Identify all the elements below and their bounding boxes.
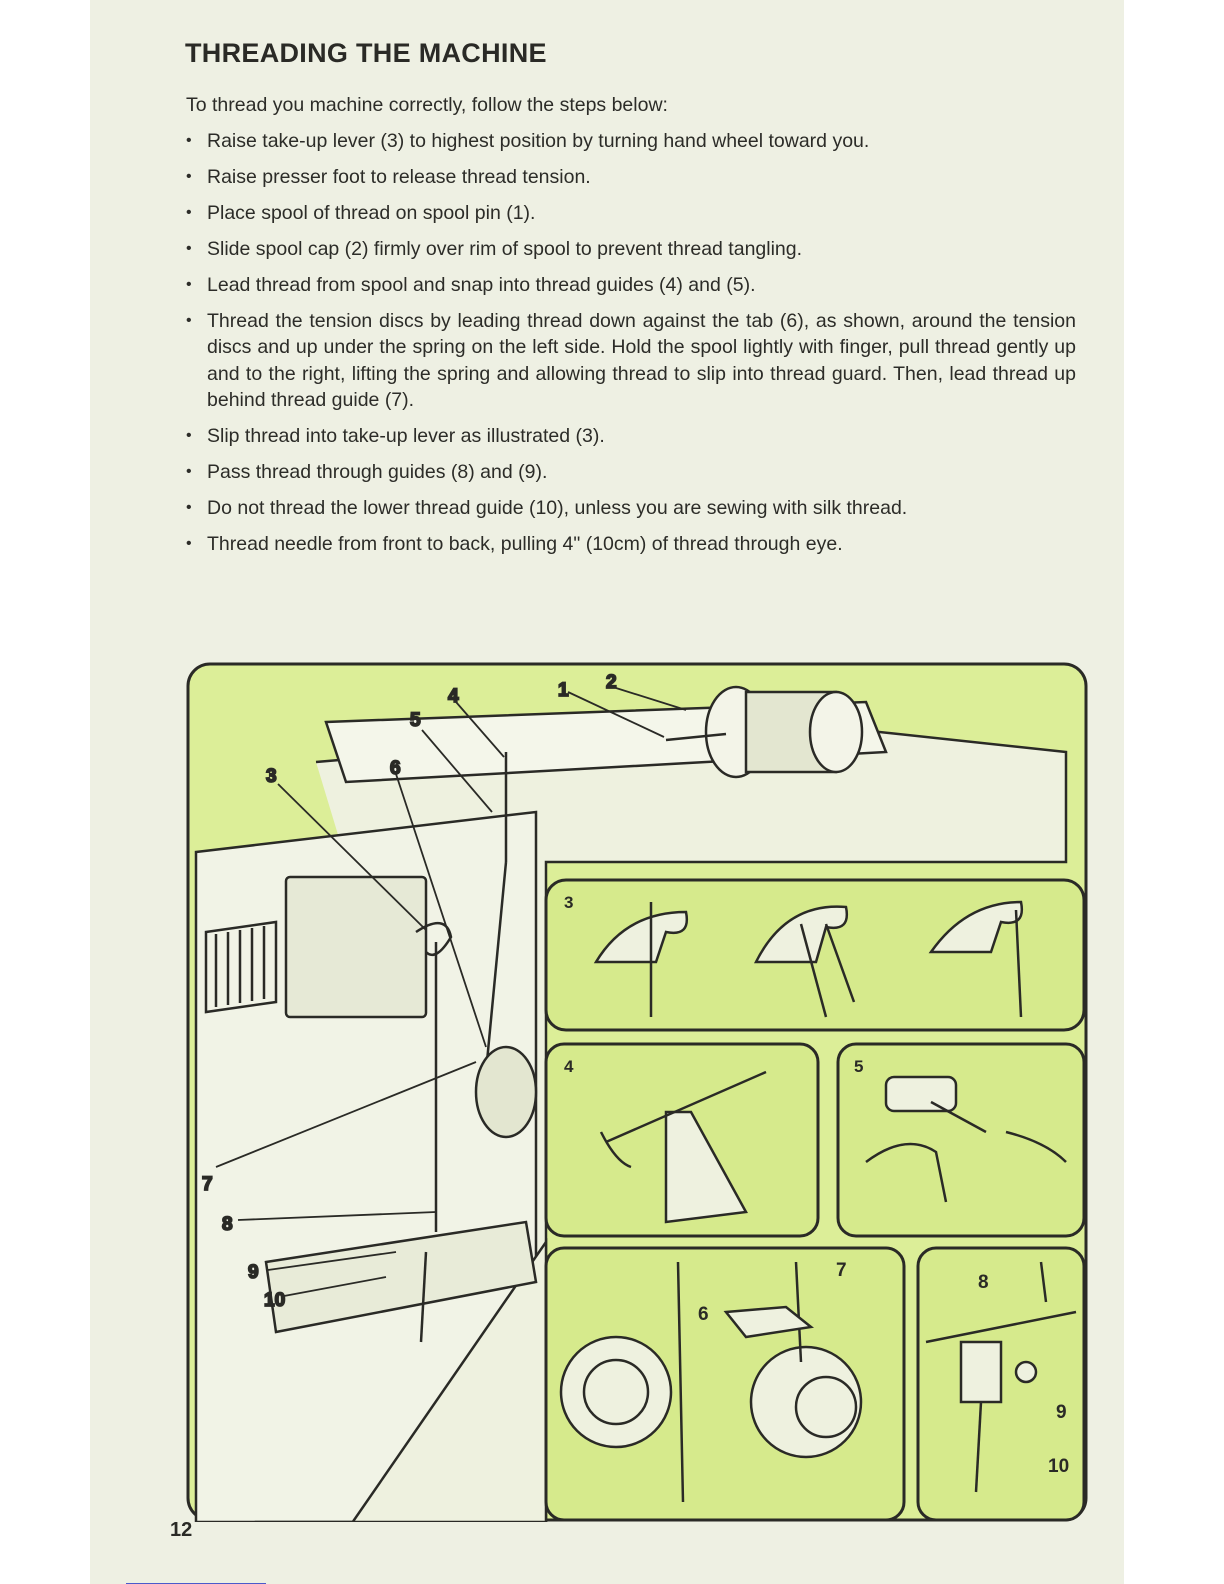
intro-text: To thread you machine correctly, follow … [186, 94, 668, 116]
step-item: Thread needle from front to back, pullin… [186, 531, 1076, 557]
panel-number-4: 4 [564, 1057, 574, 1076]
panel-tension-discs: 6 7 [544, 1246, 906, 1522]
threading-illustration: 1 2 3 4 5 6 7 8 9 10 3 4 [186, 662, 1088, 1522]
callout-5: 5 [410, 710, 421, 731]
panel-guide-4: 4 [544, 1042, 820, 1238]
sewing-machine-drawing [194, 685, 1068, 1522]
step-item: Pass thread through guides (8) and (9). [186, 459, 1076, 485]
step-item: Raise take-up lever (3) to highest posit… [186, 128, 1076, 154]
panel-callout-10: 10 [1048, 1456, 1069, 1477]
callout-9: 9 [248, 1262, 259, 1283]
panel-callout-6: 6 [698, 1304, 709, 1325]
callout-6: 6 [390, 758, 401, 779]
steps-list: Raise take-up lever (3) to highest posit… [186, 128, 1076, 567]
main-callouts: 1 2 3 4 5 6 7 8 9 10 [201, 671, 687, 1312]
callout-4: 4 [448, 686, 459, 707]
step-item: Lead thread from spool and snap into thr… [186, 272, 1076, 298]
step-item: Do not thread the lower thread guide (10… [186, 495, 1076, 521]
page-title: THREADING THE MACHINE [185, 38, 547, 68]
step-item: Slip thread into take-up lever as illust… [186, 423, 1076, 449]
panel-guide-5: 5 [836, 1042, 1086, 1238]
step-item: Place spool of thread on spool pin (1). [186, 200, 1076, 226]
panel-number-5: 5 [854, 1057, 863, 1076]
page-number: 12 [170, 1519, 193, 1541]
panel-callout-9: 9 [1056, 1402, 1067, 1423]
callout-7: 7 [202, 1174, 213, 1195]
callout-8: 8 [222, 1214, 233, 1235]
panel-take-up-lever: 3 [544, 878, 1086, 1032]
callout-10: 10 [264, 1290, 285, 1311]
callout-1: 1 [558, 680, 569, 701]
step-item: Slide spool cap (2) firmly over rim of s… [186, 236, 1076, 262]
panel-callout-7: 7 [836, 1260, 847, 1281]
callout-2: 2 [606, 672, 617, 693]
panel-needle-guides: 8 9 10 [916, 1246, 1086, 1522]
panel-callout-8: 8 [978, 1272, 989, 1293]
panel-number-3: 3 [564, 893, 573, 912]
callout-3: 3 [266, 766, 277, 787]
step-item: Raise presser foot to release thread ten… [186, 164, 1076, 190]
step-item: Thread the tension discs by leading thre… [186, 308, 1076, 413]
